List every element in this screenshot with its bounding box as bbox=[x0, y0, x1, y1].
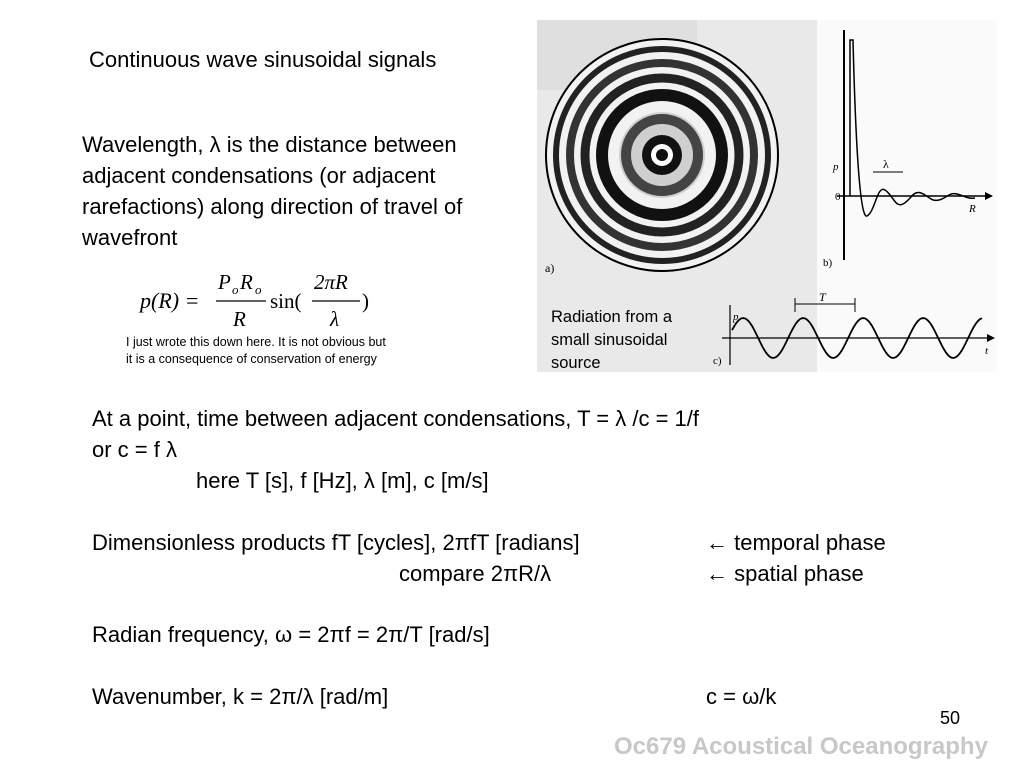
label-T: T bbox=[819, 290, 827, 304]
label-p-c: p bbox=[732, 311, 739, 323]
label-a: a) bbox=[545, 261, 554, 275]
formula-close: ) bbox=[362, 289, 369, 313]
formula-num-sub2: o bbox=[255, 282, 262, 297]
phase-speed: c = ω/k bbox=[706, 684, 777, 709]
radiation-figure: a) λ p 0 R b) T p t c) bbox=[537, 20, 997, 372]
spatial-phase-label: ← spatial phase bbox=[706, 561, 864, 586]
speed-relation: or c = f λ bbox=[92, 437, 177, 462]
formula-note: I just wrote this down here. It is not o… bbox=[126, 334, 446, 368]
footer-course-title: Oc679 Acoustical Oceanography bbox=[614, 733, 988, 760]
temporal-phase-label: ← temporal phase bbox=[706, 530, 886, 555]
compare-line: compare 2πR/λ bbox=[399, 561, 552, 586]
formula-num-P: P bbox=[217, 270, 231, 294]
label-p-b: p bbox=[832, 161, 839, 173]
label-b: b) bbox=[823, 257, 833, 269]
wavenumber: Wavenumber, k = 2π/λ [rad/m] bbox=[92, 684, 389, 709]
figure-caption: Radiation from a small sinusoidal source bbox=[551, 306, 721, 375]
caption-line1: Radiation from a bbox=[551, 308, 673, 326]
concentric-rings bbox=[545, 38, 779, 272]
period-relation: At a point, time between adjacent conden… bbox=[92, 406, 700, 431]
pressure-formula: p(R) = P o R o R sin( 2πR λ ) bbox=[138, 270, 369, 331]
dimensionless-products: Dimensionless products fT [cycles], 2πfT… bbox=[92, 530, 580, 555]
label-R: R bbox=[968, 203, 976, 215]
label-lambda: λ bbox=[883, 157, 889, 171]
caption-line3: source bbox=[551, 354, 601, 372]
formula-arg-den: λ bbox=[329, 307, 339, 331]
formula-den: R bbox=[232, 307, 246, 331]
slide-title: Continuous wave sinusoidal signals bbox=[89, 47, 437, 72]
units-line: here T [s], f [Hz], λ [m], c [m/s] bbox=[196, 468, 489, 493]
caption-line2: small sinusoidal bbox=[551, 331, 668, 349]
page-number: 50 bbox=[940, 708, 961, 728]
radian-frequency: Radian frequency, ω = 2πf = 2π/T [rad/s] bbox=[92, 622, 490, 647]
label-c: c) bbox=[713, 355, 722, 367]
formula-lhs: p(R) = bbox=[138, 288, 199, 313]
label-zero: 0 bbox=[835, 191, 841, 203]
label-t: t bbox=[985, 345, 989, 357]
formula-arg-num: 2πR bbox=[314, 270, 348, 294]
formula-sin: sin( bbox=[270, 289, 302, 313]
formula-note-line2: it is a consequence of conservation of e… bbox=[126, 352, 377, 366]
spatial-decay-plot: λ p 0 R b) bbox=[823, 30, 993, 269]
formula-num-R: R bbox=[239, 270, 253, 294]
wavelength-definition: Wavelength, λ is the distance between ad… bbox=[82, 132, 463, 250]
formula-num-sub1: o bbox=[232, 282, 239, 297]
formula-note-line1: I just wrote this down here. It is not o… bbox=[126, 335, 386, 349]
temporal-sinusoid-plot: T p t c) bbox=[713, 290, 995, 367]
